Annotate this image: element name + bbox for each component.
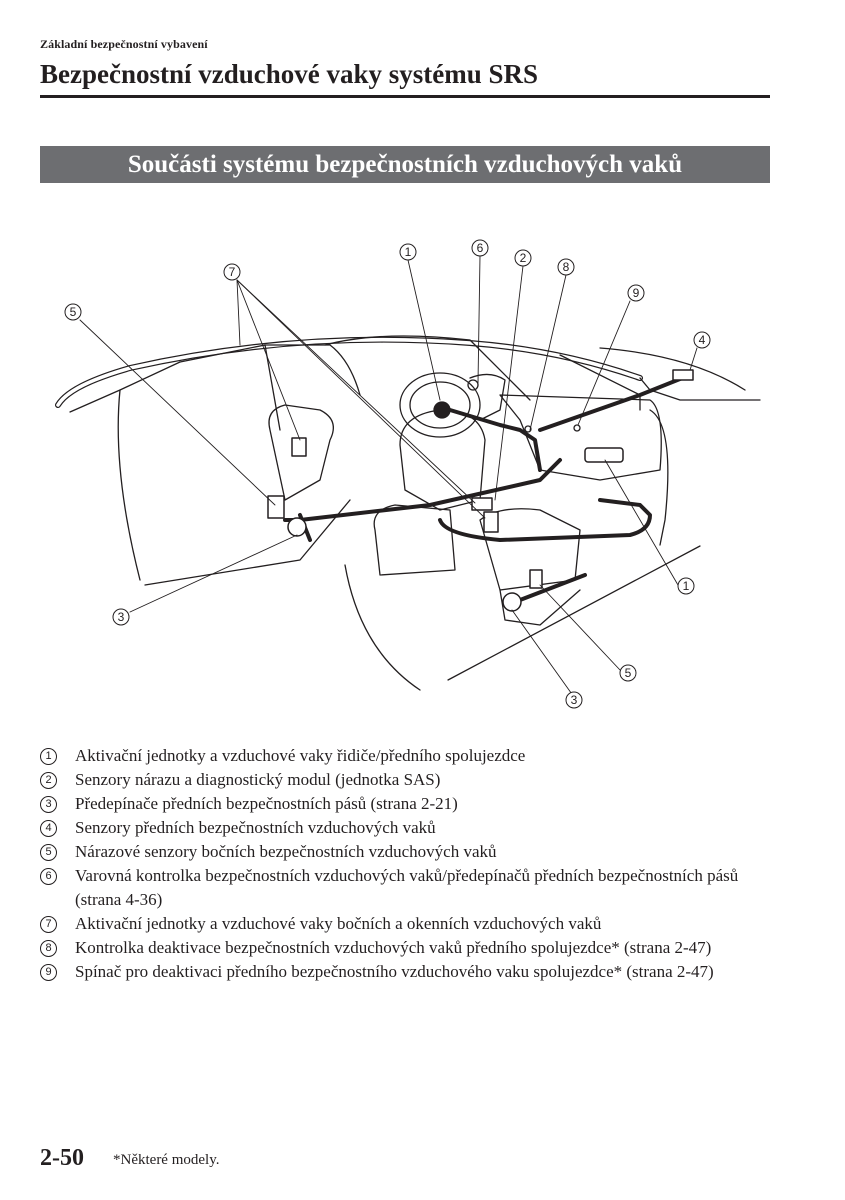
- steering-wheel: [399, 372, 506, 438]
- footnote: *Některé modely.: [113, 1152, 220, 1168]
- legend-number: 4: [40, 820, 57, 837]
- legend-item: 7 Aktivační jednotky a vzduchové vaky bo…: [40, 912, 740, 936]
- svg-text:3: 3: [118, 610, 125, 624]
- legend-item: 1 Aktivační jednotky a vzduchové vaky ři…: [40, 744, 740, 768]
- svg-text:5: 5: [625, 666, 632, 680]
- legend-text: Předepínače předních bezpečnostních pásů…: [75, 794, 458, 813]
- leader-lines: [79, 255, 698, 698]
- legend-item: 8 Kontrolka deaktivace bezpečnostních vz…: [40, 936, 740, 960]
- callout-7: 7: [223, 263, 241, 281]
- section-label: Základní bezpečnostní vybavení: [40, 37, 208, 51]
- legend-item: 3 Předepínače předních bezpečnostních pá…: [40, 792, 740, 816]
- legend-item: 6 Varovná kontrolka bezpečnostních vzduc…: [40, 864, 740, 912]
- legend-text: Senzory nárazu a diagnostický modul (jed…: [75, 770, 441, 789]
- legend-number: 2: [40, 772, 57, 789]
- legend-item: 9 Spínač pro deaktivaci předního bezpečn…: [40, 960, 740, 984]
- legend-number: 5: [40, 844, 57, 861]
- callout-4: 4: [693, 331, 711, 349]
- legend-text: Varovná kontrolka bezpečnostních vzducho…: [75, 866, 739, 909]
- legend-number: 1: [40, 748, 57, 765]
- airbag-components-diagram: 1 6 2 8 7 9 5 4 1 3 5 3: [55, 239, 761, 709]
- page-number: 2-50: [40, 1145, 84, 1171]
- callout-5-right: 5: [619, 664, 637, 682]
- component-legend: 1 Aktivační jednotky a vzduchové vaky ři…: [40, 744, 740, 984]
- callout-6: 6: [471, 239, 489, 257]
- svg-text:3: 3: [571, 693, 578, 707]
- callout-2: 2: [514, 249, 532, 267]
- legend-text: Aktivační jednotky a vzduchové vaky řidi…: [75, 746, 526, 765]
- section-banner: Součásti systému bezpečnostních vzduchov…: [40, 146, 770, 183]
- legend-number: 9: [40, 964, 57, 981]
- legend-text: Nárazové senzory bočních bezpečnostních …: [75, 842, 497, 861]
- legend-text: Senzory předních bezpečnostních vzduchov…: [75, 818, 436, 837]
- legend-text: Kontrolka deaktivace bezpečnostních vzdu…: [75, 938, 712, 957]
- callout-3-left: 3: [112, 608, 130, 626]
- callout-1-right: 1: [677, 577, 695, 595]
- svg-text:5: 5: [70, 305, 77, 319]
- legend-item: 4 Senzory předních bezpečnostních vzduch…: [40, 816, 740, 840]
- svg-text:4: 4: [699, 333, 706, 347]
- legend-number: 3: [40, 796, 57, 813]
- svg-text:2: 2: [520, 251, 527, 265]
- callout-8: 8: [557, 258, 575, 276]
- svg-text:6: 6: [477, 241, 484, 255]
- legend-item: 5 Nárazové senzory bočních bezpečnostníc…: [40, 840, 740, 864]
- svg-text:8: 8: [563, 260, 570, 274]
- legend-number: 7: [40, 916, 57, 933]
- svg-text:7: 7: [229, 265, 236, 279]
- dashboard: [467, 379, 662, 481]
- svg-text:1: 1: [405, 245, 412, 259]
- callout-1-top: 1: [399, 243, 417, 261]
- callout-3-bottom: 3: [565, 691, 583, 709]
- legend-number: 6: [40, 868, 57, 885]
- legend-number: 8: [40, 940, 57, 957]
- callout-5-left: 5: [64, 303, 82, 321]
- sensor-modules: [267, 369, 694, 612]
- legend-item: 2 Senzory nárazu a diagnostický modul (j…: [40, 768, 740, 792]
- chapter-title: Bezpečnostní vzduchové vaky systému SRS: [40, 59, 539, 89]
- title-divider: [40, 95, 770, 98]
- callout-9: 9: [627, 284, 645, 302]
- legend-text: Spínač pro deaktivaci předního bezpečnos…: [75, 962, 714, 981]
- svg-text:1: 1: [683, 579, 690, 593]
- legend-text: Aktivační jednotky a vzduchové vaky bočn…: [75, 914, 602, 933]
- svg-text:9: 9: [633, 286, 640, 300]
